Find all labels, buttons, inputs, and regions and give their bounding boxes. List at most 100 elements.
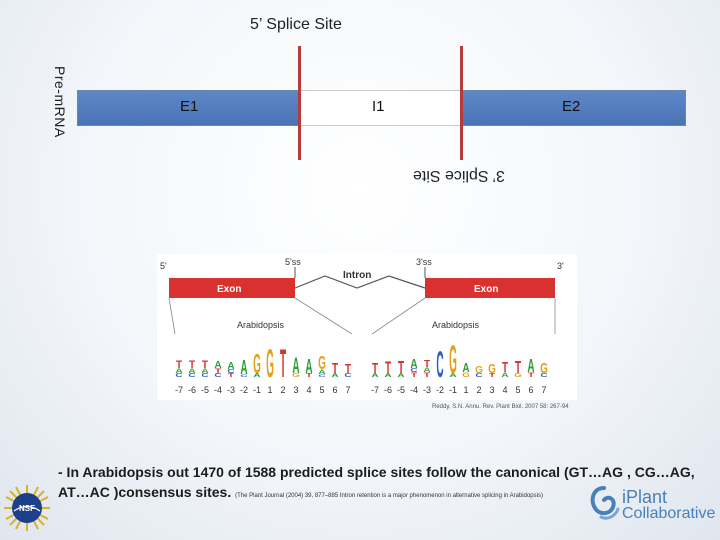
logo-letter: C xyxy=(201,373,209,379)
figure-five-prime-end: 5' xyxy=(160,261,167,271)
nsf-text: NSF xyxy=(19,504,35,513)
logo-letter: T xyxy=(515,358,521,378)
figure-exon-left xyxy=(169,278,295,298)
logo-letter: A xyxy=(253,373,261,379)
intron-1-segment xyxy=(300,90,462,126)
position-tick-label: 1 xyxy=(267,385,272,395)
position-tick-label: -6 xyxy=(188,385,196,395)
logo-letter: G xyxy=(488,363,496,376)
logo-letter: A xyxy=(410,358,417,371)
logo-letter: T xyxy=(189,358,196,371)
exon-1-segment xyxy=(77,90,300,126)
nsf-logo: NSF xyxy=(3,484,51,537)
logo-letter: C xyxy=(240,374,248,378)
logo-letter: T xyxy=(202,358,209,371)
species-right-label: Arabidopsis xyxy=(432,320,480,330)
position-tick-label: -1 xyxy=(449,385,457,395)
five-ss-label: 5'ss xyxy=(285,257,301,267)
logo-letter: A xyxy=(305,357,312,379)
five-prime-splice-site-title: 5’ Splice Site xyxy=(250,16,342,33)
position-tick-label: 6 xyxy=(528,385,533,395)
position-tick-label: -7 xyxy=(371,385,379,395)
logo-letter: T xyxy=(345,363,351,376)
logo-letter: G xyxy=(514,373,522,379)
position-tick-label: -7 xyxy=(175,385,183,395)
iplant-logo-name: iPlant xyxy=(622,487,668,507)
logo-letter: C xyxy=(475,373,483,379)
logo-letter: G xyxy=(449,339,457,383)
logo-letter: T xyxy=(306,373,312,379)
intron-1-label: I1 xyxy=(372,98,385,115)
position-tick-label: -5 xyxy=(201,385,209,395)
three-ss-label: 3'ss xyxy=(416,257,432,267)
logo-letter: A xyxy=(527,356,534,377)
logo-letter: A xyxy=(449,373,457,379)
zoom-line xyxy=(168,297,176,335)
zoom-line xyxy=(294,297,353,335)
figure-exon-right xyxy=(425,278,555,298)
logo-letter: G xyxy=(475,365,483,376)
exon-2-segment xyxy=(462,90,686,126)
splice-consensus-svg: 5' 3' 5'ss 3'ss Exon Intron Exon Arabido… xyxy=(160,257,564,395)
position-tick-label: 7 xyxy=(345,385,350,395)
nsf-seal-icon: NSF xyxy=(4,485,50,531)
logo-letter: G xyxy=(292,373,300,379)
logo-letter: C xyxy=(188,373,196,379)
logo-letter: A xyxy=(214,360,221,371)
plant-journal-reference: (The Plant Journal (2004) 39, 877–885 In… xyxy=(235,493,543,499)
intron-line xyxy=(294,275,426,289)
logo-letter: T xyxy=(502,358,508,376)
logo-letter: T xyxy=(332,359,338,377)
logo-letter: C xyxy=(175,373,183,379)
pre-mrna-label: Pre-mRNA xyxy=(52,66,68,138)
position-tick-label: -3 xyxy=(227,385,235,395)
logo-letter: T xyxy=(215,367,221,374)
position-tick-label: 2 xyxy=(280,385,285,395)
logo-letter: C xyxy=(436,343,443,385)
figure-exon-left-label: Exon xyxy=(217,284,241,295)
zoom-line xyxy=(371,297,426,335)
logo-letter: C xyxy=(318,374,326,378)
logo-letter: A xyxy=(462,362,469,375)
logo-letter: T xyxy=(280,343,286,387)
position-tick-label: -2 xyxy=(436,385,444,395)
position-tick-label: -4 xyxy=(410,385,418,395)
figure-reference: Reddy, S.N. Annu. Rev. Plant Biol. 2007 … xyxy=(432,404,569,410)
iplant-logo-mark xyxy=(587,484,621,529)
logo-letter: T xyxy=(398,358,404,378)
position-tick-label: 6 xyxy=(332,385,337,395)
iplant-swirl-icon xyxy=(590,486,620,520)
logo-letter: G xyxy=(266,343,274,387)
logo-letter: C xyxy=(214,373,222,379)
three-prime-splice-line xyxy=(460,46,463,160)
iplant-logo-sub: Collaborative xyxy=(622,505,716,522)
figure-intron-label: Intron xyxy=(343,270,371,281)
summary-bullet-text: - In Arabidopsis out 1470 of 1588 predic… xyxy=(58,464,695,500)
logo-letter: A xyxy=(318,368,325,375)
splice-consensus-figure: 5' 3' 5'ss 3'ss Exon Intron Exon Arabido… xyxy=(157,254,577,400)
exon-2-label: E2 xyxy=(562,98,581,115)
position-tick-label: -2 xyxy=(240,385,248,395)
logo-letter: T xyxy=(489,373,495,379)
logo-letter: T xyxy=(228,373,234,379)
logo-letter: G xyxy=(253,349,261,380)
logo-letter: T xyxy=(424,359,430,370)
logo-letter: A xyxy=(397,373,405,379)
logo-letter: A xyxy=(384,373,392,379)
logo-letter: A xyxy=(240,358,247,380)
position-tick-label: 3 xyxy=(293,385,298,395)
position-tick-label: -1 xyxy=(253,385,261,395)
logo-letter: T xyxy=(176,358,183,371)
summary-bullet: - In Arabidopsis out 1470 of 1588 predic… xyxy=(58,462,698,506)
figure-exon-right-label: Exon xyxy=(474,284,498,295)
position-tick-label: 7 xyxy=(541,385,546,395)
logo-letter: A xyxy=(331,373,339,379)
species-left-label: Arabidopsis xyxy=(237,320,285,330)
logo-letter: G xyxy=(318,353,326,374)
position-tick-label: 5 xyxy=(319,385,324,395)
logo-letter: C xyxy=(410,368,418,374)
